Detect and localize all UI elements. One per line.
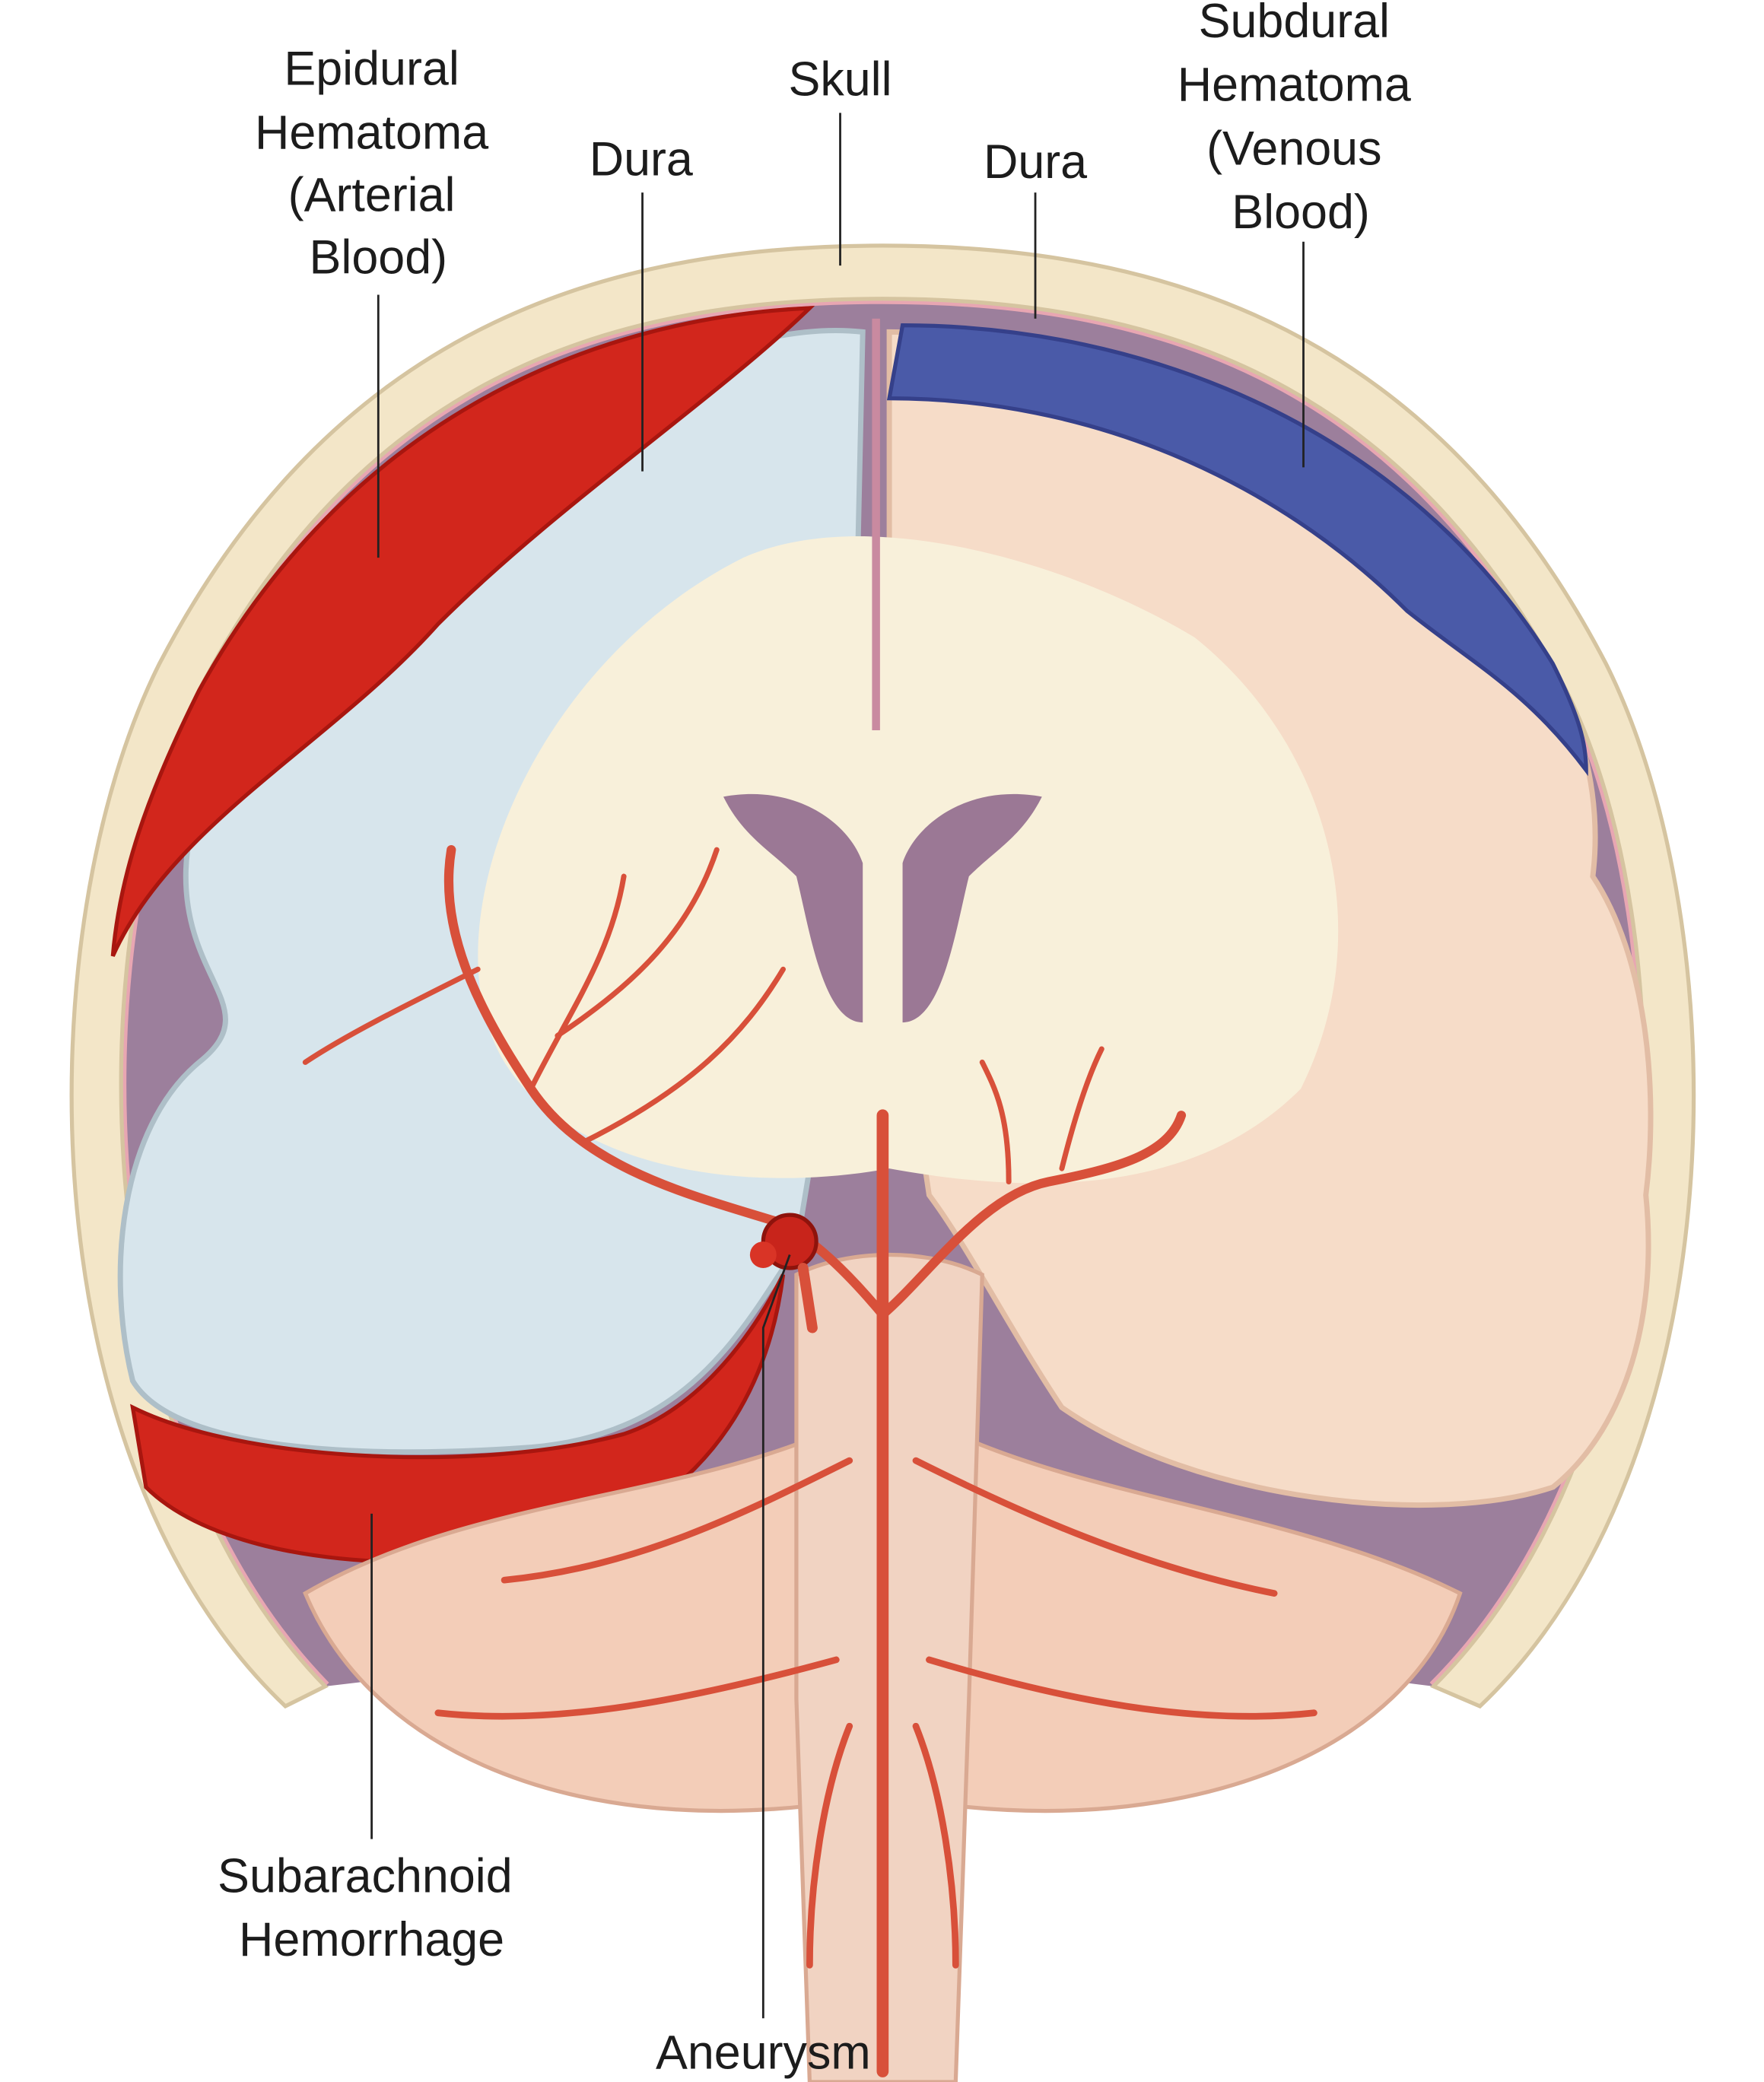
epidural-hematoma — [110, 306, 815, 957]
label-dura-right: Dura — [984, 135, 1087, 189]
label-dura-left: Dura — [590, 132, 693, 186]
lateral-ventricles — [723, 793, 1042, 1023]
label-epidural-hematoma: Epidural Hematoma (Arterial Blood) — [255, 43, 502, 284]
skull — [69, 243, 1696, 1709]
label-subdural-hematoma: Subdural Hematoma (Venous Blood) — [1178, 0, 1425, 239]
aneurysm — [749, 1213, 818, 1333]
leader-aneurysm — [761, 1254, 791, 2019]
subdural-hematoma — [886, 323, 1588, 777]
label-subarachnoid-hemorrhage: Subarachnoid Hemorrhage — [218, 1849, 526, 1966]
label-skull: Skull — [788, 53, 892, 106]
label-aneurysm: Aneurysm — [656, 2026, 871, 2080]
